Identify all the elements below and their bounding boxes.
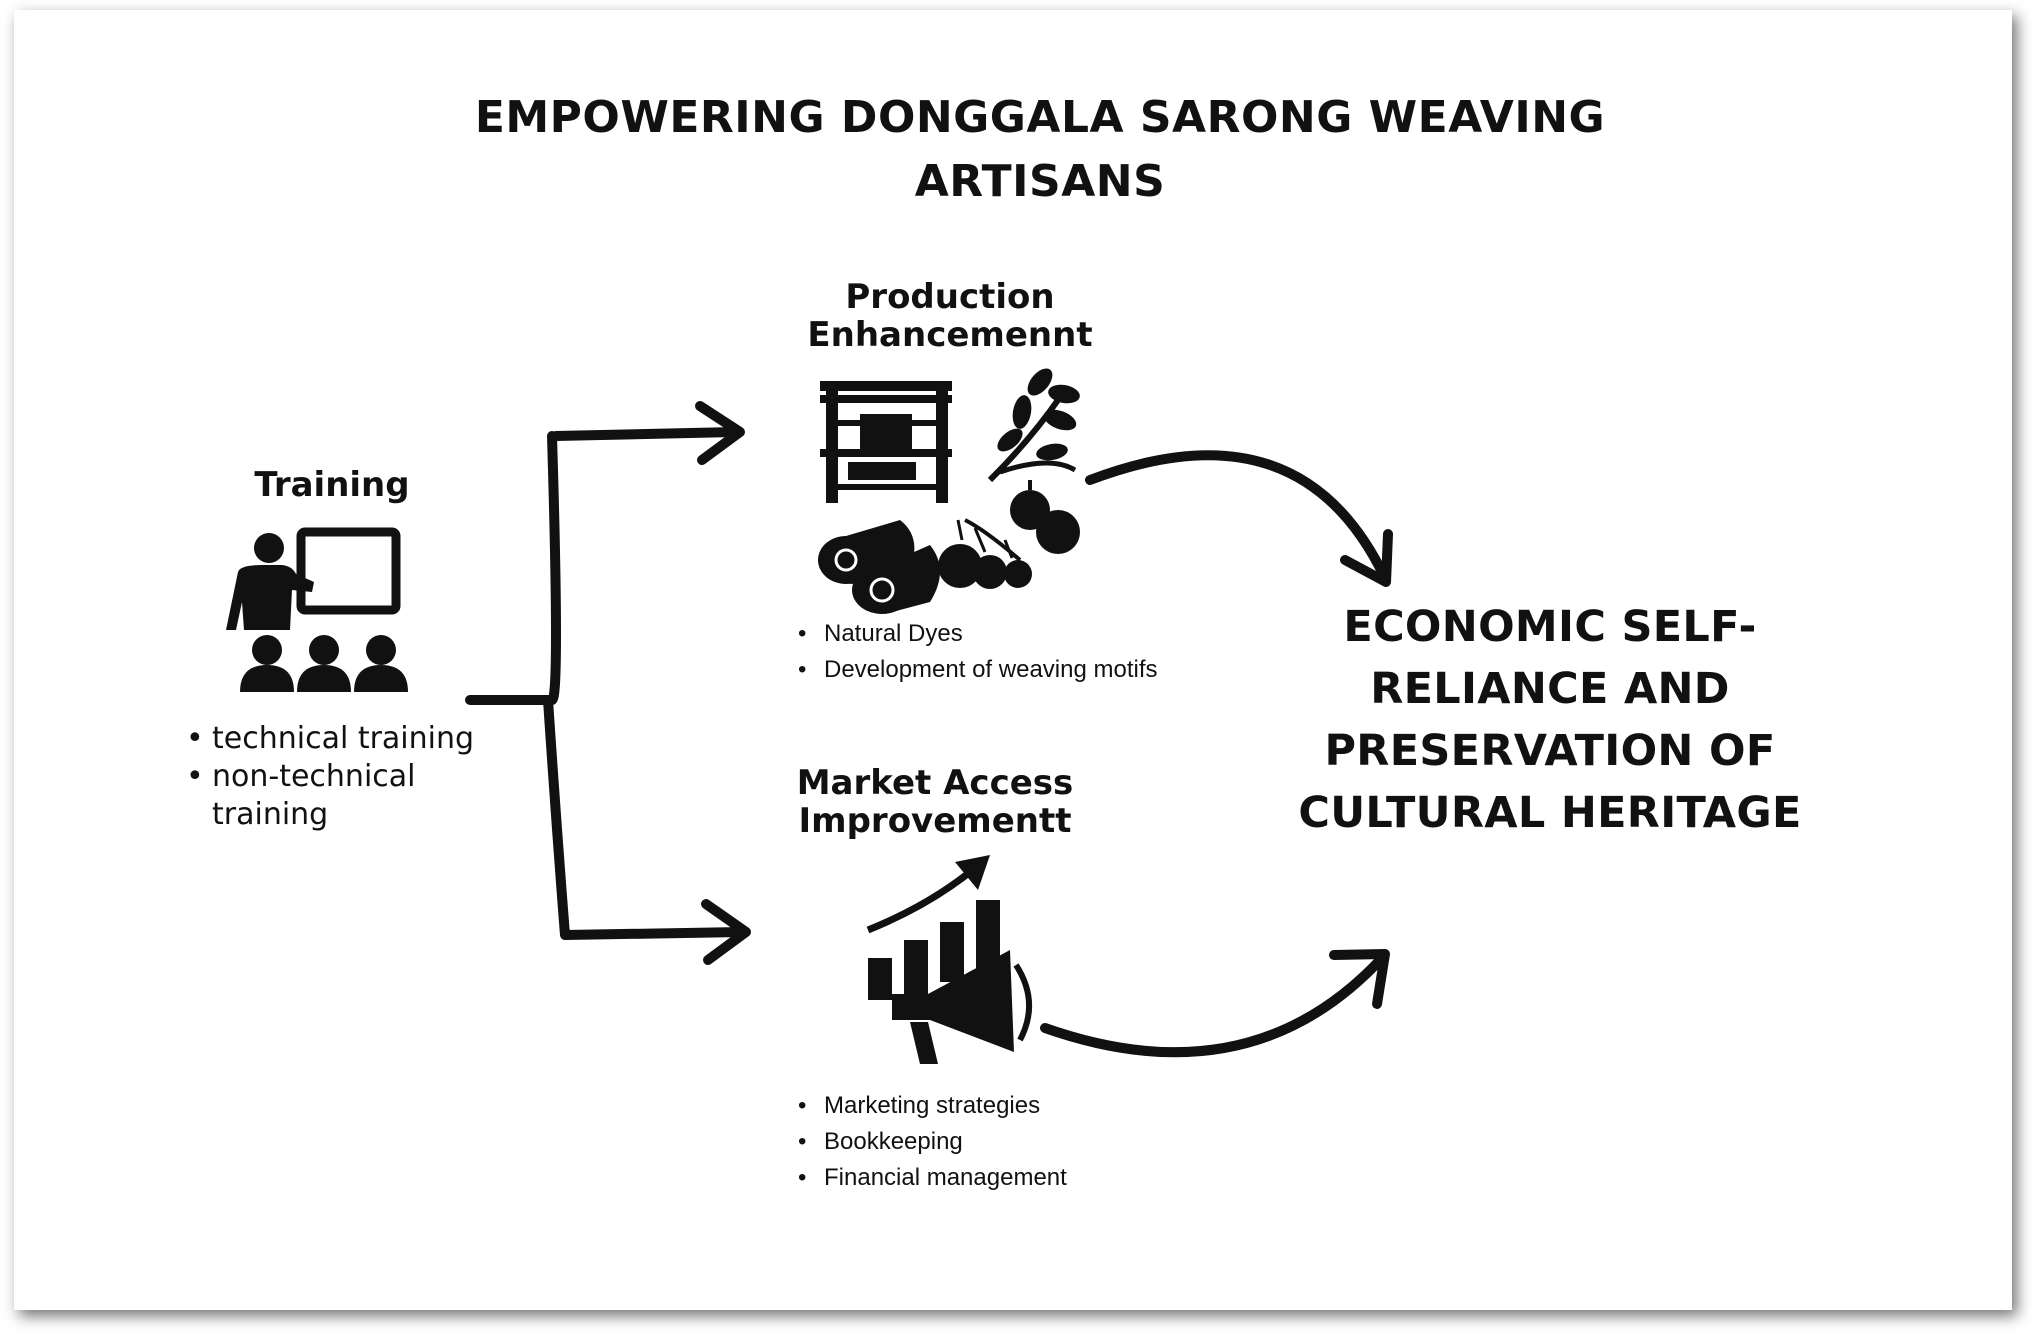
training-heading: Training <box>254 465 410 505</box>
arrowhead-production <box>695 401 745 465</box>
arrow-production-to-goal <box>1085 450 1390 583</box>
list-item: non-technical training <box>186 758 486 834</box>
weaving-loom-icon <box>820 381 952 503</box>
list-item: Financial management <box>798 1160 1258 1196</box>
goal-statement: ECONOMIC SELF-RELIANCE AND PRESERVATION … <box>1298 602 1802 838</box>
list-item: Development of weaving motifs <box>798 652 1258 688</box>
market-list: Marketing strategies Bookkeeping Financi… <box>798 1088 1258 1196</box>
market-heading: Market Access Improvementt <box>796 763 1074 841</box>
branch-to-market <box>543 695 747 940</box>
list-item: Natural Dyes <box>798 616 1258 652</box>
production-heading: Production Enhancemennt <box>807 277 1093 355</box>
dye-fruits-icon <box>938 480 1080 589</box>
production-list: Natural Dyes Development of weaving moti… <box>798 616 1258 688</box>
arrow-market-to-goal <box>1040 953 1387 1058</box>
main-title: EMPOWERING DONGGALA SARONG WEAVING ARTIS… <box>474 92 1606 207</box>
arrowhead-market <box>701 899 751 965</box>
list-item: Marketing strategies <box>798 1088 1258 1124</box>
dye-plant-leaves-icon <box>987 368 1080 483</box>
list-item: Bookkeeping <box>798 1124 1258 1160</box>
arrowhead-goal-top <box>1340 529 1393 587</box>
wood-logs-icon <box>818 520 940 614</box>
arrowhead-goal-bottom <box>1329 949 1390 1009</box>
training-list: technical training non-technical trainin… <box>186 720 486 834</box>
list-item: technical training <box>186 720 486 758</box>
branch-to-production <box>547 427 740 705</box>
